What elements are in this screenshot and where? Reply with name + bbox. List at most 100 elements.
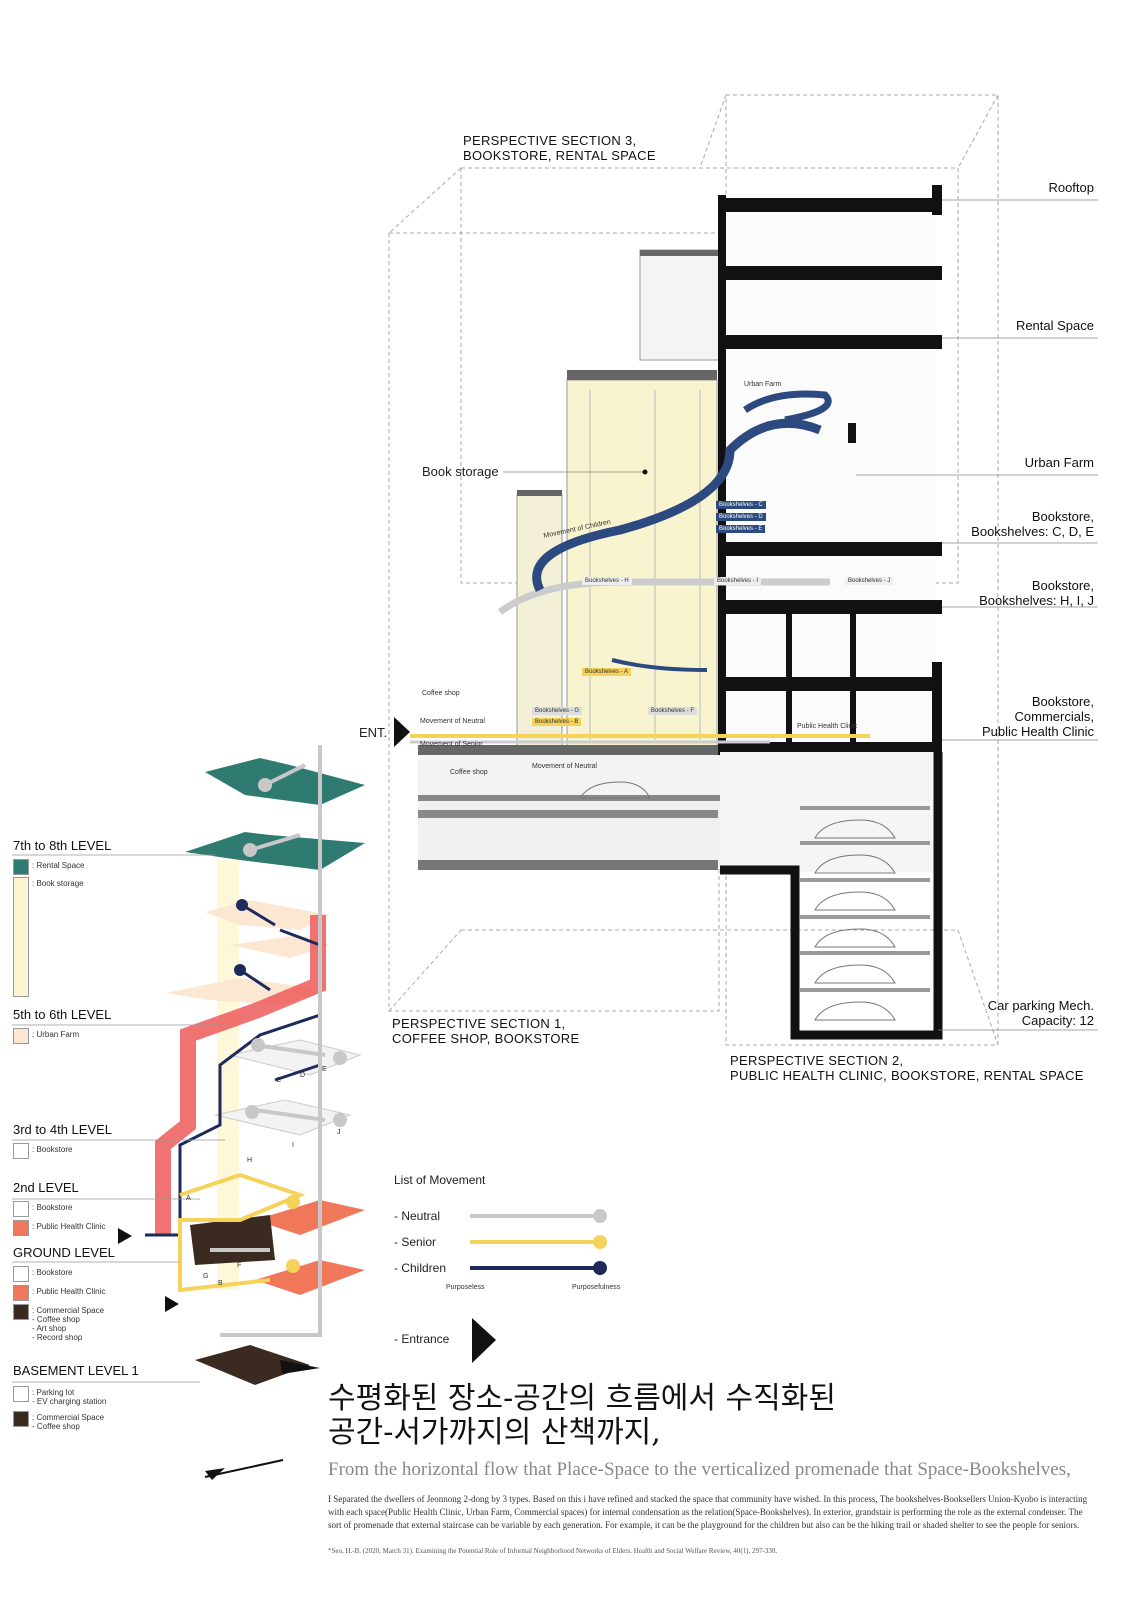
level-title: 5th to 6th LEVEL: [13, 1007, 112, 1022]
axon-letter-i: I: [292, 1142, 294, 1149]
level-2: 2nd LEVEL : Bookstore : Public Health Cl…: [13, 1180, 105, 1236]
movement-legend-lines: [470, 1209, 607, 1275]
label-movement-senior: Movement of Senior: [420, 741, 483, 748]
legend-label: : Bookstore: [32, 1203, 73, 1212]
level-5-6: 5th to 6th LEVEL : Urban Farm: [13, 1007, 111, 1044]
axon-entrance-arrow-icon: [118, 1228, 132, 1244]
legend-label: : Bookstore: [32, 1145, 73, 1154]
legend-entrance-icon: [472, 1318, 496, 1363]
level-ground: GROUND LEVEL : Bookstore : Public Health…: [13, 1245, 115, 1342]
axonometric-diagram: [118, 745, 365, 1385]
legend-swatch: [13, 1220, 29, 1236]
tag-bookshelves-h: Bookshelves - H: [582, 577, 632, 585]
level-title: 3rd to 4th LEVEL: [13, 1122, 113, 1137]
legend-label: : Public Health Clinic: [32, 1222, 106, 1231]
level-title: GROUND LEVEL: [13, 1245, 115, 1260]
book-storage-marker: [642, 469, 648, 475]
legend-item: : Bookstore: [13, 1266, 115, 1282]
headline-korean: 수평화된 장소-공간의 흐름에서 수직화된 공간-서가까지의 산책까지,: [328, 1381, 836, 1450]
tag-bookshelves-b: Bookshelves - B: [532, 718, 582, 726]
movement-senior-label: - Senior: [394, 1235, 437, 1249]
label-leader-lines: [503, 199, 1098, 1031]
axon-letter-g: G: [203, 1273, 209, 1280]
legend-item: : Parking lot - EV charging station: [13, 1386, 139, 1406]
tag-bookshelves-g: Bookshelves - G: [532, 707, 583, 715]
label-entrance: ENT.: [359, 725, 388, 740]
axon-letter-c: C: [276, 1077, 282, 1084]
level-basement: BASEMENT LEVEL 1 : Parking lot - EV char…: [13, 1363, 139, 1431]
legend-label: : Commercial Space - Coffee shop - Art s…: [32, 1306, 105, 1342]
label-urban-farm-small: Urban Farm: [744, 381, 782, 388]
section-1-building: [418, 249, 768, 870]
legend-item: : Bookstore: [13, 1143, 112, 1159]
axon-letter-d: D: [300, 1072, 306, 1079]
level-3-4: 3rd to 4th LEVEL : Bookstore: [13, 1122, 112, 1159]
label-movement-neutral-2: Movement of Neutral: [532, 763, 597, 770]
legend-swatch: [13, 859, 29, 875]
movement-legend-title: List of Movement: [394, 1173, 486, 1187]
legend-item: : Bookstore: [13, 1201, 105, 1217]
legend-item: : Rental Space: [13, 859, 111, 875]
axon-letter-e: E: [322, 1066, 327, 1073]
legend-swatch: [13, 1304, 29, 1320]
legend-swatch: [13, 1285, 29, 1301]
label-coffee-shop-1: Coffee shop: [422, 690, 460, 697]
level-title: 7th to 8th LEVEL: [13, 838, 112, 853]
axon-letter-j: J: [337, 1129, 341, 1136]
legend-item: : Book storage: [13, 877, 111, 997]
legend-item: : Commercial Space - Coffee shop - Art s…: [13, 1304, 115, 1342]
tag-bookshelves-e: Bookshelves - E: [716, 525, 766, 533]
label-coffee-shop-2: Coffee shop: [450, 769, 488, 776]
section-2-title: PERSPECTIVE SECTION 2, PUBLIC HEALTH CLI…: [730, 1053, 1084, 1083]
tag-bookshelves-d: Bookshelves - D: [716, 513, 766, 521]
legend-label: : Rental Space: [32, 861, 85, 870]
axon-letter-a: A: [186, 1195, 191, 1202]
tag-bookshelves-c: Bookshelves - C: [716, 501, 766, 509]
legend-item: : Public Health Clinic: [13, 1285, 115, 1301]
legend-swatch: [13, 1201, 29, 1217]
legend-swatch: [13, 1266, 29, 1282]
body-paragraph: I Separated the dwellers of Jeonnong 2-d…: [328, 1494, 1088, 1530]
movement-children-label: - Children: [394, 1261, 447, 1275]
label-urban-farm: Urban Farm: [1024, 455, 1094, 470]
legend-item: : Public Health Clinic: [13, 1220, 105, 1236]
tag-bookshelves-j: Bookshelves - J: [845, 577, 894, 585]
label-bookshelves-cde: Bookstore, Bookshelves: C, D, E: [971, 509, 1094, 539]
label-car-parking: Car parking Mech. Capacity: 12: [987, 998, 1094, 1028]
tag-bookshelves-f: Bookshelves - F: [648, 707, 698, 715]
level-title: BASEMENT LEVEL 1: [13, 1363, 139, 1378]
axon-letter-b: B: [218, 1280, 223, 1287]
entrance-arrow-icon: [394, 717, 410, 747]
movement-neutral-label: - Neutral: [394, 1209, 441, 1223]
legend-label: : Bookstore: [32, 1268, 73, 1277]
label-bookshelves-hij: Bookstore, Bookshelves: H, I, J: [979, 578, 1094, 608]
section-3-title: PERSPECTIVE SECTION 3, BOOKSTORE, RENTAL…: [463, 133, 656, 163]
citation: *Seo, H.-B. (2020, March 31). Examining …: [328, 1547, 778, 1555]
scale-purposefulness: Purposefulness: [572, 1284, 621, 1291]
legend-label: : Urban Farm: [32, 1030, 80, 1039]
legend-label: : Book storage: [32, 879, 84, 888]
legend-label: : Public Health Clinic: [32, 1287, 106, 1296]
label-public-health-clinic: Public Health Clinic: [797, 723, 858, 730]
axon-letter-f: F: [237, 1262, 242, 1269]
legend-item: : Urban Farm: [13, 1028, 111, 1044]
label-commercials-clinic: Bookstore, Commercials, Public Health Cl…: [982, 694, 1094, 739]
legend-item: : Commercial Space - Coffee shop: [13, 1411, 139, 1431]
label-book-storage: Book storage: [422, 464, 499, 479]
legend-swatch: [13, 1143, 29, 1159]
label-rental-space: Rental Space: [1015, 318, 1094, 333]
entrance-legend-label: - Entrance: [394, 1332, 450, 1346]
north-arrow-icon: [204, 1459, 284, 1480]
axon-letter-h: H: [247, 1157, 253, 1164]
legend-label: : Parking lot - EV charging station: [32, 1388, 107, 1406]
label-movement-neutral-1: Movement of Neutral: [420, 718, 485, 725]
scale-purposeless: Purposeless: [446, 1284, 485, 1291]
label-rooftop: Rooftop: [1048, 180, 1094, 195]
legend-label: : Commercial Space - Coffee shop: [32, 1413, 105, 1431]
tag-bookshelves-a: Bookshelves - A: [582, 668, 632, 676]
legend-swatch: [13, 877, 29, 997]
level-title: 2nd LEVEL: [13, 1180, 79, 1195]
tag-bookshelves-i: Bookshelves - I: [714, 577, 762, 585]
legend-swatch: [13, 1411, 29, 1427]
